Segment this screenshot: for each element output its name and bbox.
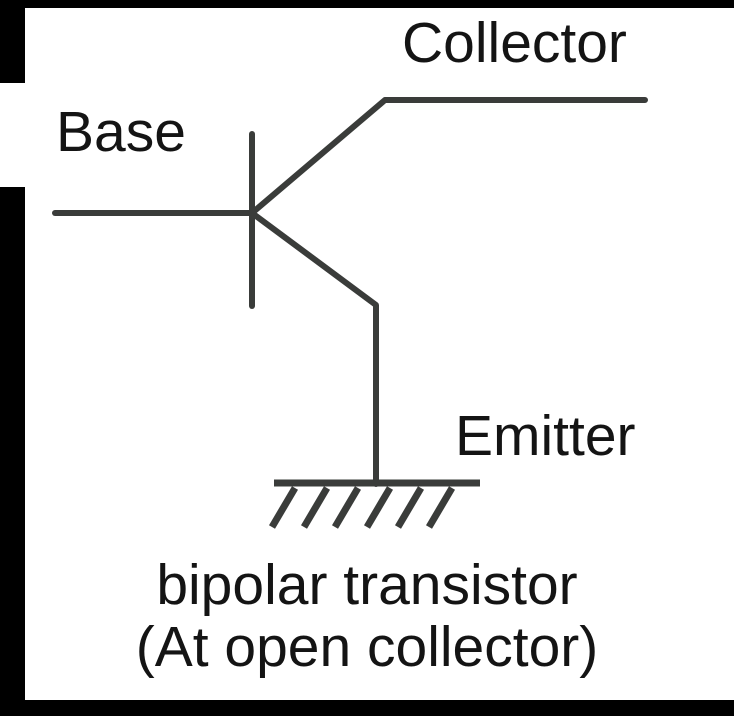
collector-label: Collector: [402, 11, 627, 75]
ground-hatch-line: [425, 486, 456, 529]
base-label: Base: [56, 100, 186, 164]
emitter-label: Emitter: [455, 404, 636, 468]
frame-border-bottom: [0, 700, 734, 716]
frame-border-left-upper: [0, 0, 25, 83]
caption-line-2: (At open collector): [135, 615, 599, 679]
ground-symbol: [268, 479, 480, 529]
ground-hatch-line: [268, 486, 299, 529]
caption: bipolar transistor (At open collector): [0, 554, 734, 678]
collector-wire: [249, 97, 648, 216]
ground-hatch-line: [394, 486, 425, 529]
ground-hatch-line: [331, 486, 362, 529]
caption-line-1: bipolar transistor: [156, 553, 578, 617]
emitter-wire: [249, 210, 379, 487]
frame-border-top: [0, 0, 734, 8]
ground-hatch-line: [300, 486, 331, 529]
frame-border-left-lower: [0, 187, 25, 700]
ground-hatch-line: [363, 486, 394, 529]
npn-transistor-symbol: [52, 97, 648, 487]
